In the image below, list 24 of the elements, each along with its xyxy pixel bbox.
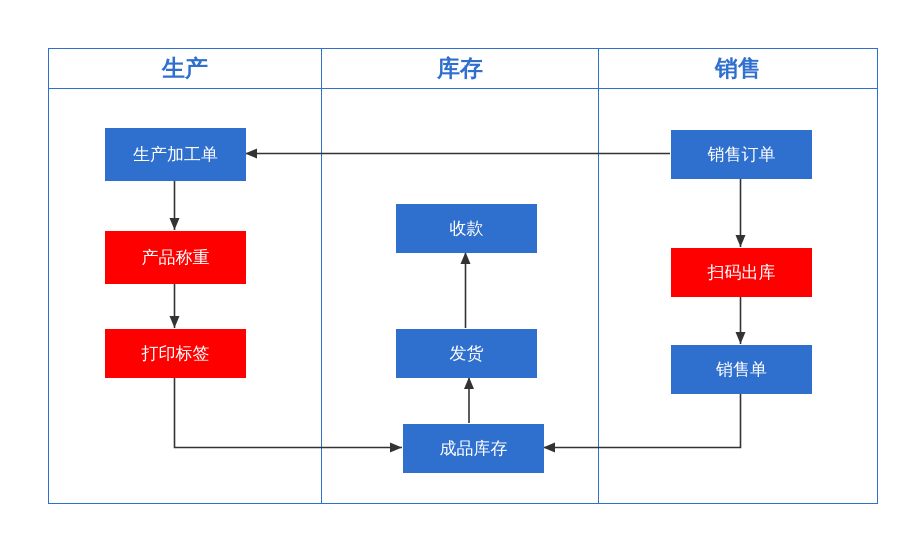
arrow [170,283,180,328]
process-box: 成品库存 [403,424,544,473]
swimlane [48,48,322,504]
process-box: 产品称重 [105,231,246,284]
arrow [174,377,402,452]
lane-heading: 库存 [437,55,483,84]
process-box: 生产加工单 [105,128,246,181]
arrow [245,148,670,158]
swimlane [321,48,599,504]
lane-heading: 生产 [162,55,208,84]
process-box: 销售单 [671,345,812,394]
arrow [460,252,470,328]
process-box: 扫码出库 [671,248,812,297]
arrow [736,296,746,344]
arrow [736,178,746,247]
process-box: 打印标签 [105,329,246,378]
arrow [170,180,180,230]
process-box: 发货 [396,329,537,378]
arrow [543,393,742,452]
swimlane [598,48,878,504]
lane-heading: 销售 [715,55,761,84]
arrow [464,377,474,423]
process-box: 销售订单 [671,130,812,179]
process-box: 收款 [396,204,537,253]
